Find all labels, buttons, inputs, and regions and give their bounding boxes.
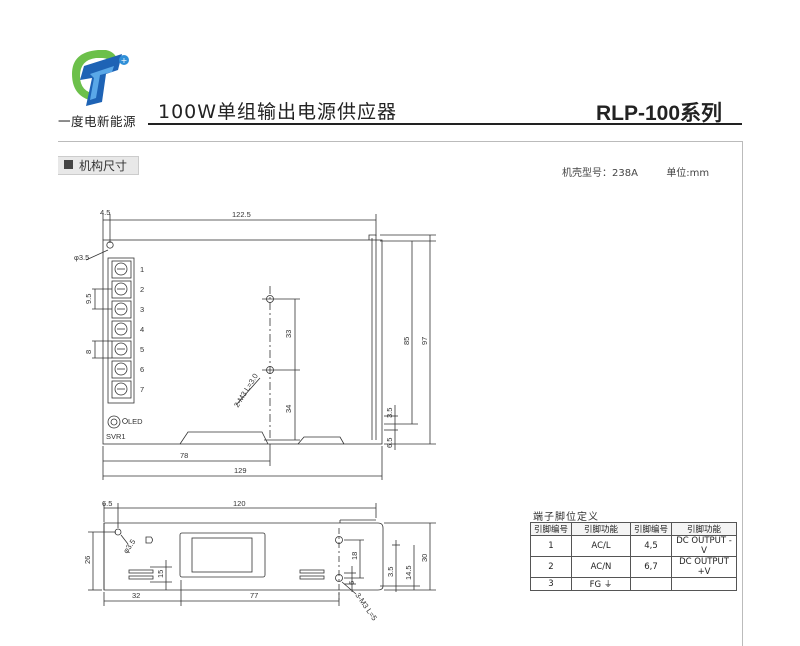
dim-129: 129 — [234, 466, 247, 475]
side-view: 6.5 120 φ3.5 26 15 18 3.5 14.5 30 6 3-M3… — [83, 499, 436, 622]
dim-14-5: 14.5 — [404, 565, 413, 580]
dim-78: 78 — [180, 451, 188, 460]
table-cell — [671, 577, 738, 591]
drawing-panel — [58, 141, 743, 646]
table-header-cell: 引脚功能 — [571, 522, 632, 536]
terminal-number-6: 6 — [140, 365, 144, 374]
side-window-inner — [191, 537, 253, 573]
table-row: 1 AC/L 4,5 DC OUTPUT -V — [529, 535, 738, 557]
dim-phi-3-5-side: φ3.5 — [121, 537, 137, 555]
dim-phi-3-5-top: φ3.5 — [74, 253, 89, 262]
dim-4-5: 4.5 — [100, 208, 110, 217]
terminal-number-1: 1 — [140, 265, 144, 274]
table-cell: AC/N — [571, 556, 632, 578]
terminal-number-5: 5 — [140, 345, 144, 354]
dim-6-5-side: 6.5 — [102, 499, 112, 508]
case-meta: 机壳型号：238A 单位:mm — [562, 164, 709, 179]
table-header-cell: 引脚编号 — [529, 522, 573, 536]
table-cell: 4,5 — [630, 535, 673, 557]
svr-knob-icon — [110, 418, 118, 426]
top-view-outline — [102, 239, 383, 445]
table-header-row: 引脚编号 引脚功能 引脚编号 引脚功能 — [529, 522, 738, 536]
dim-97: 97 — [420, 337, 429, 345]
table-row: 3 FG ⏚ — [529, 577, 738, 591]
dim-8: 8 — [84, 350, 93, 354]
dim-32: 32 — [132, 591, 140, 600]
pin-assignment-table: 引脚编号 引脚功能 引脚编号 引脚功能 1 AC/L 4,5 DC OUTPUT… — [529, 522, 738, 591]
case-label: 机壳型号：238A — [562, 168, 638, 179]
table-cell: 1 — [529, 535, 573, 557]
top-view: 1 2 3 4 5 6 7 LED SVR1 33 34 2-M3 L=3.0 — [74, 208, 436, 480]
dim-85: 85 — [402, 337, 411, 345]
table-cell: 3 — [529, 577, 573, 591]
side-notch — [145, 536, 153, 544]
bottom-tab-left — [179, 431, 269, 445]
product-title: 100W单组输出电源供应器 — [158, 101, 398, 123]
table-cell: AC/L — [571, 535, 632, 557]
pin-table-title: 端子脚位定义 — [533, 512, 599, 523]
terminal-number-2: 2 — [140, 285, 144, 294]
svr-label: SVR1 — [106, 432, 126, 441]
dim-34: 34 — [284, 405, 293, 413]
table-cell: 6,7 — [630, 556, 673, 578]
table-cell — [630, 577, 673, 591]
dim-18: 18 — [350, 552, 359, 560]
dim-30: 30 — [420, 554, 429, 562]
vent-slot — [128, 575, 154, 580]
table-cell: 2 — [529, 556, 573, 578]
dim-15: 15 — [156, 570, 165, 578]
table-row: 2 AC/N 6,7 DC OUTPUT +V — [529, 556, 738, 578]
table-header-cell: 引脚编号 — [630, 522, 673, 536]
led-label: LED — [128, 417, 143, 426]
bottom-tab-right — [297, 436, 345, 445]
series-title: RLP-100系列 — [596, 102, 723, 125]
screw-note-side: 3-M3 L=5 — [353, 591, 379, 622]
terminal-number-3: 3 — [140, 305, 144, 314]
vent-slot — [128, 569, 154, 574]
terminal-block — [107, 257, 135, 404]
vent-slot — [299, 575, 325, 580]
vent-slot — [299, 569, 325, 574]
section-tab — [58, 156, 139, 175]
terminal-number-4: 4 — [140, 325, 144, 334]
section-title: 机构尺寸 — [79, 159, 128, 173]
table-header-cell: 引脚功能 — [671, 522, 738, 536]
top-view-flange — [368, 234, 377, 440]
dim-122-5: 122.5 — [232, 210, 251, 219]
dim-33: 33 — [284, 330, 293, 338]
led-indicator-icon — [122, 418, 128, 424]
brand-name: 一度电新能源 — [58, 114, 137, 129]
header-rule — [148, 123, 742, 125]
dim-3-5-side: 3.5 — [386, 567, 395, 577]
company-logo-icon: + — [72, 50, 129, 106]
unit-label: 单位:mm — [666, 168, 710, 179]
table-cell: FG ⏚ — [571, 577, 632, 591]
svr-potentiometer-icon — [107, 415, 121, 429]
dim-6: 6 — [347, 581, 356, 585]
dim-26: 26 — [83, 556, 92, 564]
terminal-number-7: 7 — [140, 385, 144, 394]
section-square-icon — [64, 160, 73, 169]
table-cell: DC OUTPUT +V — [671, 556, 738, 578]
dim-77: 77 — [250, 591, 258, 600]
screw-note-top: 2-M3 L=3.0 — [232, 372, 260, 409]
dim-3-5-top: 3.5 — [385, 408, 394, 418]
dim-120: 120 — [233, 499, 246, 508]
svg-text:+: + — [121, 56, 128, 65]
dim-9-5: 9.5 — [84, 294, 93, 304]
side-window — [179, 532, 266, 578]
table-cell: DC OUTPUT -V — [671, 535, 738, 557]
dim-6-5-top: 6.5 — [385, 438, 394, 448]
